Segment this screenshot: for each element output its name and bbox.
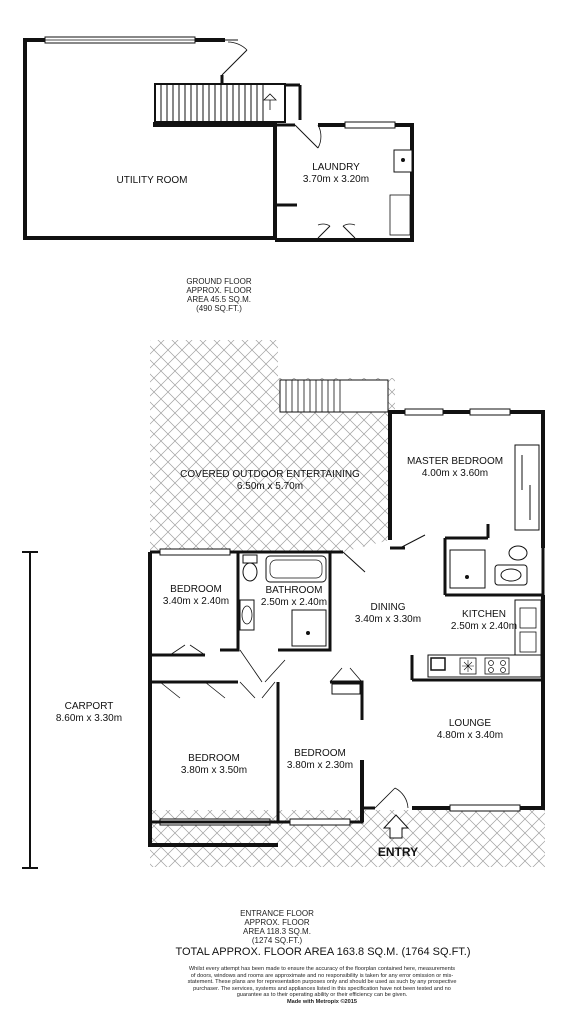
room-name: COVERED OUTDOOR ENTERTAINING [180, 469, 360, 480]
area-line: ENTRANCE FLOOR [240, 909, 314, 918]
entrance-floor-plan [22, 340, 545, 869]
area-line: AREA 118.3 SQ.M. [243, 927, 311, 936]
room-label-lounge: LOUNGE 4.80m x 3.40m [437, 718, 503, 742]
room-label-kitchen: KITCHEN 2.50m x 2.40m [451, 609, 517, 633]
room-name: LAUNDRY [312, 162, 360, 173]
room-name: MASTER BEDROOM [406, 456, 504, 467]
room-label-laundry: LAUNDRY 3.70m x 3.20m [303, 162, 369, 186]
room-name: BATHROOM [265, 585, 323, 596]
room-dimensions: 3.80m x 2.30m [286, 760, 354, 771]
stairs-ground [154, 83, 286, 123]
room-name: BEDROOM [294, 748, 346, 759]
room-label-utility: UTILITY ROOM [117, 175, 188, 187]
disclaimer: Whilst every attempt has been made to en… [187, 966, 457, 1006]
room-name: BEDROOM [188, 753, 240, 764]
room-dimensions: 2.50m x 2.40m [260, 597, 328, 608]
total-floor-area: TOTAL APPROX. FLOOR AREA 163.8 SQ.M. (17… [175, 946, 471, 958]
room-dimensions: 4.00m x 3.60m [421, 468, 489, 479]
area-line: (490 SQ.FT.) [196, 304, 242, 313]
room-dimensions: 3.40m x 2.40m [162, 596, 230, 607]
metropix-credit: Made with Metropix ©2015 [286, 998, 358, 1005]
area-line: APPROX. FLOOR [186, 286, 252, 295]
room-label-bedroom-c: BEDROOM 3.80m x 2.30m [287, 748, 353, 772]
room-name: LOUNGE [448, 718, 492, 729]
room-label-outdoor: COVERED OUTDOOR ENTERTAINING 6.50m x 5.7… [180, 469, 360, 493]
room-dimensions: 3.80m x 3.50m [180, 765, 248, 776]
room-name: CARPORT [64, 701, 114, 712]
room-label-bedroom-a: BEDROOM 3.40m x 2.40m [163, 584, 229, 608]
ground-floor-plan [23, 36, 414, 242]
area-line: AREA 45.5 SQ.M. [186, 295, 252, 304]
room-name: UTILITY ROOM [116, 175, 188, 186]
area-line: APPROX. FLOOR [244, 918, 310, 927]
ground-floor-area-note: GROUND FLOOR APPROX. FLOOR AREA 45.5 SQ.… [186, 277, 251, 313]
room-dimensions: 3.70m x 3.20m [302, 174, 370, 185]
room-dimensions: 6.50m x 5.70m [236, 481, 304, 492]
room-name: DINING [370, 602, 406, 613]
room-label-master-bedroom: MASTER BEDROOM 4.00m x 3.60m [407, 456, 503, 480]
room-dimensions: 8.60m x 3.30m [55, 713, 123, 724]
room-dimensions: 2.50m x 2.40m [450, 621, 518, 632]
stairs-outdoor [279, 379, 389, 413]
room-name: BEDROOM [170, 584, 222, 595]
carport-bracket [22, 551, 38, 869]
room-label-bathroom: BATHROOM 2.50m x 2.40m [261, 585, 327, 609]
room-dimensions: 3.40m x 3.30m [354, 614, 422, 625]
room-label-bedroom-b: BEDROOM 3.80m x 3.50m [181, 753, 247, 777]
area-line: (1274 SQ.FT.) [251, 936, 303, 945]
disclaimer-text: Whilst every attempt has been made to en… [187, 966, 457, 999]
room-label-carport: CARPORT 8.60m x 3.30m [56, 701, 122, 725]
room-name: KITCHEN [462, 609, 506, 620]
entry-label: ENTRY [377, 845, 419, 859]
entrance-floor-area-note: ENTRANCE FLOOR APPROX. FLOOR AREA 118.3 … [240, 909, 314, 945]
area-line: GROUND FLOOR [186, 277, 252, 286]
room-label-dining: DINING 3.40m x 3.30m [355, 602, 421, 626]
room-dimensions: 4.80m x 3.40m [436, 730, 504, 741]
